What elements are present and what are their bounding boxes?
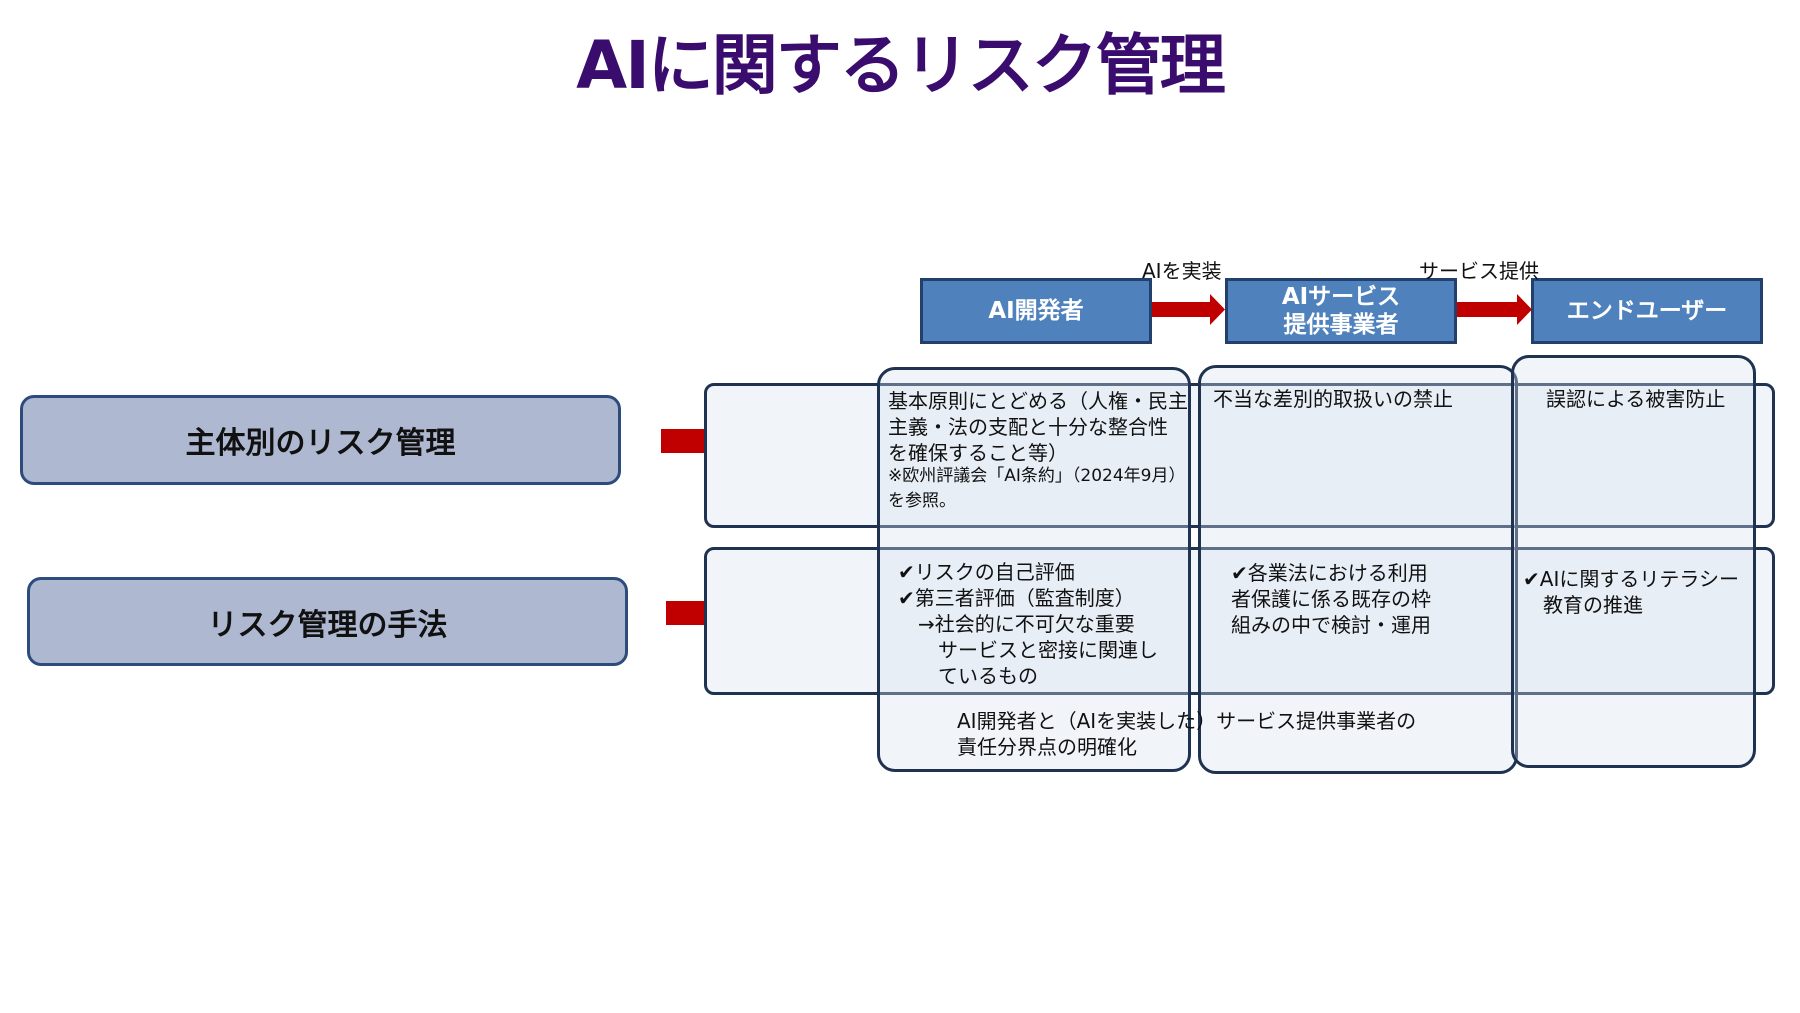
label-risk-methods: リスク管理の手法 bbox=[27, 577, 628, 666]
column-end-user bbox=[1511, 355, 1756, 768]
flow-label-service: サービス提供 bbox=[1419, 259, 1539, 283]
service-methods-text: ✔各業法における利用 者保護に係る既存の枠 組みの中で検討・運用 bbox=[1231, 561, 1431, 637]
arrow-right-icon bbox=[1152, 294, 1225, 325]
actor-service-provider: AIサービス 提供事業者 bbox=[1225, 278, 1457, 344]
row-risk-methods bbox=[704, 547, 1775, 695]
actor-ai-developer: AI開発者 bbox=[920, 278, 1152, 344]
responsibility-boundary-text: AI開発者と（AIを実装した）サービス提供事業者の 責任分界点の明確化 bbox=[957, 709, 1417, 759]
column-service-provider bbox=[1198, 365, 1518, 774]
enduser-methods-text: ✔AIに関するリテラシー 教育の推進 bbox=[1523, 567, 1739, 617]
developer-methods-text: ✔リスクの自己評価 ✔第三者評価（監査制度） →社会的に不可欠な重要 サービスと… bbox=[898, 560, 1158, 688]
page-title: AIに関するリスク管理 bbox=[576, 27, 1226, 104]
actor-end-user: エンドユーザー bbox=[1531, 278, 1763, 344]
service-principle-text: 不当な差別的取扱いの禁止 bbox=[1213, 387, 1453, 411]
developer-principles-text: 基本原則にとどめる（人権・民主 主義・法の支配と十分な整合性 を確保すること等） bbox=[888, 389, 1188, 465]
arrow-right-icon bbox=[1457, 294, 1532, 325]
column-ai-developer bbox=[877, 367, 1191, 772]
developer-note-text: ※欧州評議会「AI条約」（2024年9月） を参照。 bbox=[888, 466, 1186, 511]
flow-label-implement: AIを実装 bbox=[1142, 259, 1222, 283]
enduser-principle-text: 誤認による被害防止 bbox=[1546, 387, 1726, 411]
row-risk-by-actor bbox=[704, 383, 1775, 528]
label-risk-by-actor: 主体別のリスク管理 bbox=[20, 395, 621, 485]
